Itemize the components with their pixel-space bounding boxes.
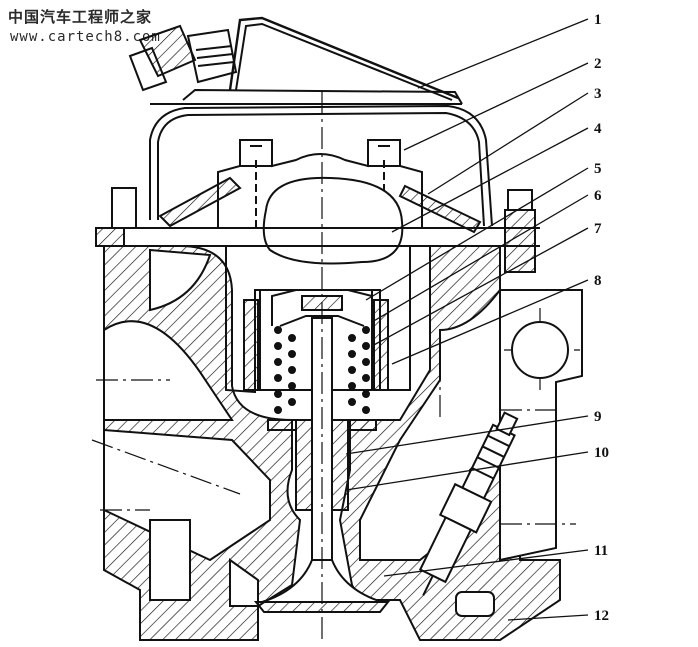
valve-guide — [267, 419, 377, 511]
callout-6: 6 — [594, 188, 602, 204]
cylinder-head-casting — [103, 245, 583, 641]
callout-8: 8 — [594, 273, 602, 289]
callout-4: 4 — [594, 121, 602, 137]
callout-labels: 1 2 3 4 5 6 7 8 9 10 11 12 — [594, 12, 609, 624]
bucket-tappet — [271, 289, 373, 327]
callout-11: 11 — [594, 543, 608, 559]
callout-10: 10 — [594, 445, 609, 461]
camshaft-bore — [511, 321, 569, 379]
callout-3: 3 — [594, 86, 602, 102]
camshaft-bearing-cap — [217, 138, 423, 230]
callout-12: 12 — [594, 608, 609, 624]
spark-plug — [418, 411, 519, 596]
oil-deflector-plates — [158, 176, 482, 234]
watermark-site-name: 中国汽车工程师之家 — [8, 8, 153, 26]
callout-1: 1 — [594, 12, 602, 28]
rocker-cover — [149, 16, 493, 227]
breather-hose — [128, 24, 238, 92]
callout-9: 9 — [594, 409, 602, 425]
callout-2: 2 — [594, 56, 602, 72]
cam-lobe — [262, 176, 404, 265]
watermark-url: www.cartech8.com — [10, 29, 161, 45]
leader-lines — [345, 18, 589, 621]
callout-5: 5 — [594, 161, 602, 177]
callout-7: 7 — [594, 221, 602, 237]
valve-springs — [274, 326, 370, 414]
